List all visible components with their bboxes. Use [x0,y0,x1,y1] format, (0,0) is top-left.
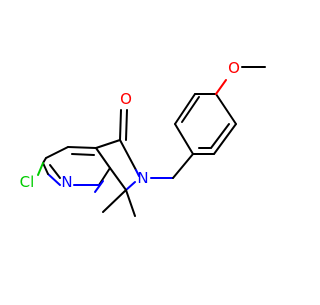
bond-layer [37,66,266,217]
atom-label-chlorine: Cl [20,173,35,191]
bond-ar-o [215,79,227,95]
bond-c7a-n1 [98,167,111,186]
bond-c4a-c5 [95,139,121,149]
bond-c7a-c7 [109,167,127,191]
bond-c4a-c7a [95,147,111,169]
bond-c5-o-a [119,109,122,141]
bond-c7-methyl-a [102,189,127,213]
bond-n1-c2 [47,173,61,186]
atom-label-pyridine-nitrogen: N [61,173,72,191]
bond-c4-c4a [67,146,97,149]
bond-c7-methyl-b [125,189,136,217]
bond-c7-n6 [125,181,136,191]
bond-ar-c2-c3 [174,93,196,125]
bond-ar-c4-c5 [215,93,237,125]
bond-c7a-n1-inner [94,180,104,193]
bond-ar-c2-c3-inner [181,96,200,123]
bond-ar-c5-c6 [213,123,237,155]
bond-c3-c4 [45,146,69,159]
bond-c2-n1-inner [49,164,61,179]
bond-n6-stub [135,169,140,177]
structure-canvas: O N N Cl O [20,59,266,217]
bond-c2-ring [42,162,49,175]
atom-label-lactam-nitrogen: N [137,169,148,187]
bond-ar-c5-c6-inner [210,123,230,149]
bond-c2-cl [37,162,44,176]
bond-ar-c1-c2 [174,123,194,155]
atom-label-carbonyl-oxygen: O [120,90,132,108]
molecule-structure: O N N Cl O [20,59,266,217]
bond-ch2-aryl [172,153,194,179]
bond-c4-c4a-inner [71,153,95,156]
bond-c5-o-b [125,109,128,141]
atom-label-methoxy-oxygen: O [228,59,240,77]
bond-c5-n6 [119,139,137,171]
